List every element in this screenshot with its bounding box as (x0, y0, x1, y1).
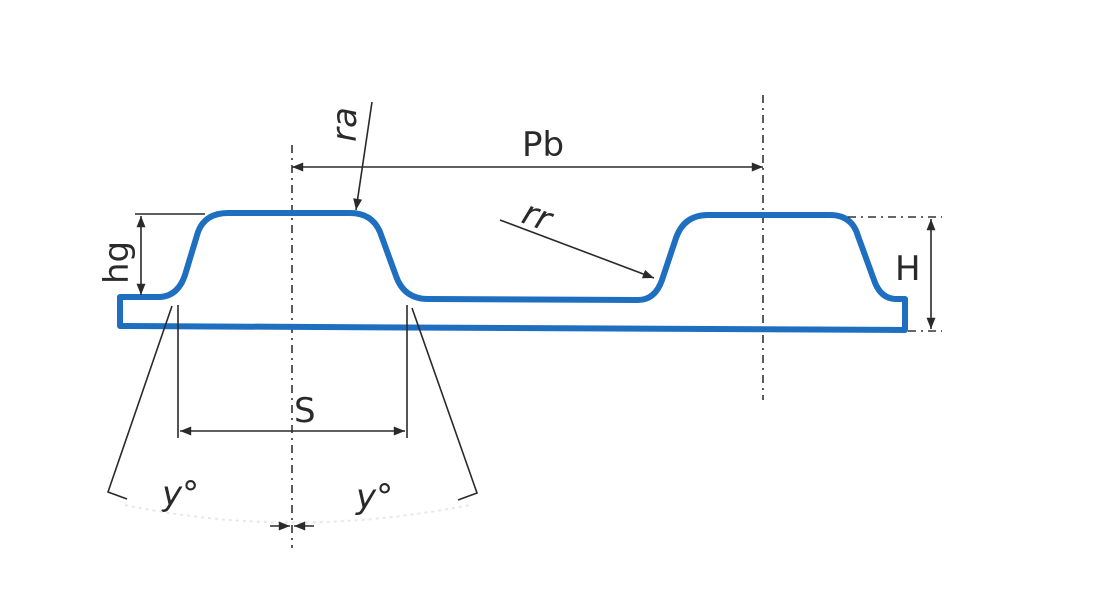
root-radius-label: rr (517, 193, 559, 241)
angle-line-right (411, 307, 479, 501)
tip-radius-leader (353, 101, 373, 211)
root-radius-leader (499, 219, 655, 279)
angle-label-left: y° (161, 474, 199, 514)
tooth-width-label: S (294, 391, 316, 431)
tip-radius-label: ra (325, 107, 365, 142)
angle-line-left (106, 305, 173, 500)
belt-profile-outline (117, 210, 908, 333)
pitch-label: Pb (522, 125, 564, 165)
tooth-height-label: hg (97, 241, 137, 284)
angle-label-right: y° (355, 477, 393, 517)
total-height-label: H (895, 249, 921, 289)
